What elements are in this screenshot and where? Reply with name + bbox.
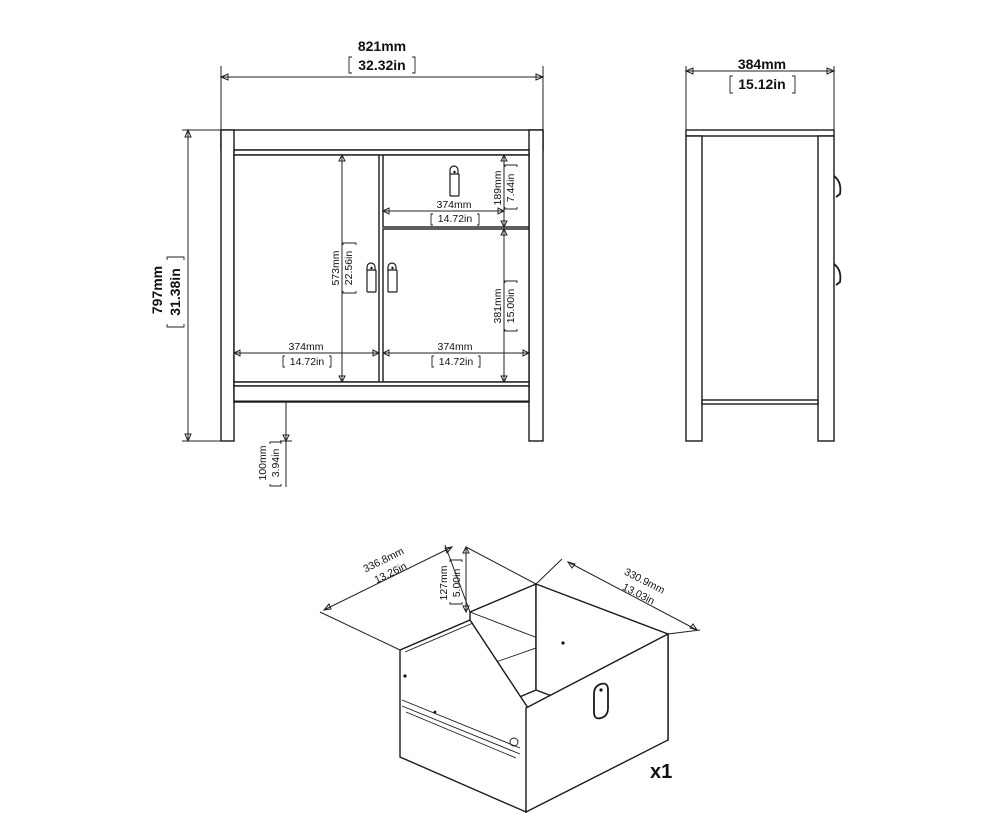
drawer-quantity: x1 <box>650 761 672 783</box>
front-top-panel <box>220 129 544 151</box>
left-door-width-mm: 374mm <box>288 341 323 353</box>
front-right-side <box>528 129 544 442</box>
front-left-side <box>220 129 235 442</box>
side-depth-dimension: 384mm 15.12in <box>684 56 836 130</box>
door-height-dimension: 573mm 22.56in <box>330 153 357 384</box>
right-door-height-mm: 381mm <box>492 288 504 323</box>
drawer-height-iso-mm: 127mm <box>438 565 450 600</box>
leg-height-dimension: 100mm 3.94in <box>257 402 292 487</box>
overall-height-mm: 797mm <box>149 266 165 314</box>
side-view: 384mm 15.12in <box>684 56 842 442</box>
drawer-width-in: 14.72in <box>438 213 473 225</box>
drawer-handle-icon <box>449 165 460 197</box>
drawer-height-mm: 189mm <box>492 170 504 205</box>
overall-height-dimension: 797mm 31.38in <box>149 128 221 443</box>
right-door-width-mm: 374mm <box>437 341 472 353</box>
drawer-width-mm: 374mm <box>436 199 471 211</box>
drawer-height-iso-in: 5.00in <box>451 569 463 598</box>
drawer-height-iso-dimension: 127mm 5.00in <box>438 545 537 614</box>
right-door-width-dimension: 374mm 14.72in <box>381 341 531 368</box>
drawer-width-dimension: 374mm 14.72in <box>381 199 506 226</box>
side-front-leg <box>685 135 703 442</box>
drawer-isometric: 336.8mm 13.26in 127mm 5.00in 330.9mm 13.… <box>319 544 701 814</box>
door-height-mm: 573mm <box>330 250 342 285</box>
side-drawer-handle-icon <box>833 175 842 198</box>
right-door-height-in: 15.00in <box>505 289 517 324</box>
left-door <box>233 154 380 383</box>
left-door-handle-icon <box>366 262 377 293</box>
drawer-height-dimension: 189mm 7.44in <box>492 153 518 229</box>
leg-height-mm: 100mm <box>257 445 269 480</box>
side-bottom-rail <box>701 399 819 405</box>
side-top-panel <box>685 129 835 137</box>
front-view: 821mm 32.32in 797mm 31.38in 100mm 3.94in <box>149 38 545 487</box>
leg-height-in: 3.94in <box>270 449 282 478</box>
drawer-height-in: 7.44in <box>505 174 517 203</box>
bottom-shelf <box>233 385 530 403</box>
left-door-width-dimension: 374mm 14.72in <box>232 341 381 368</box>
overall-width-in: 32.32in <box>358 57 405 73</box>
side-door-handle-icon <box>833 263 842 286</box>
right-door-handle-icon <box>387 262 398 293</box>
drawer-front-handle-icon <box>593 682 609 720</box>
right-door-width-in: 14.72in <box>439 356 474 368</box>
front-top-rail <box>233 149 530 156</box>
overall-height-in: 31.38in <box>167 268 183 315</box>
side-depth-mm: 384mm <box>738 56 786 72</box>
side-back-leg <box>817 135 835 442</box>
left-door-width-in: 14.72in <box>290 356 325 368</box>
side-depth-in: 15.12in <box>738 76 785 92</box>
right-door-height-dimension: 381mm 15.00in <box>492 227 518 384</box>
right-door <box>382 228 530 383</box>
door-height-in: 22.56in <box>343 251 355 286</box>
overall-width-mm: 821mm <box>358 38 406 54</box>
overall-width-dimension: 821mm 32.32in <box>219 38 545 130</box>
